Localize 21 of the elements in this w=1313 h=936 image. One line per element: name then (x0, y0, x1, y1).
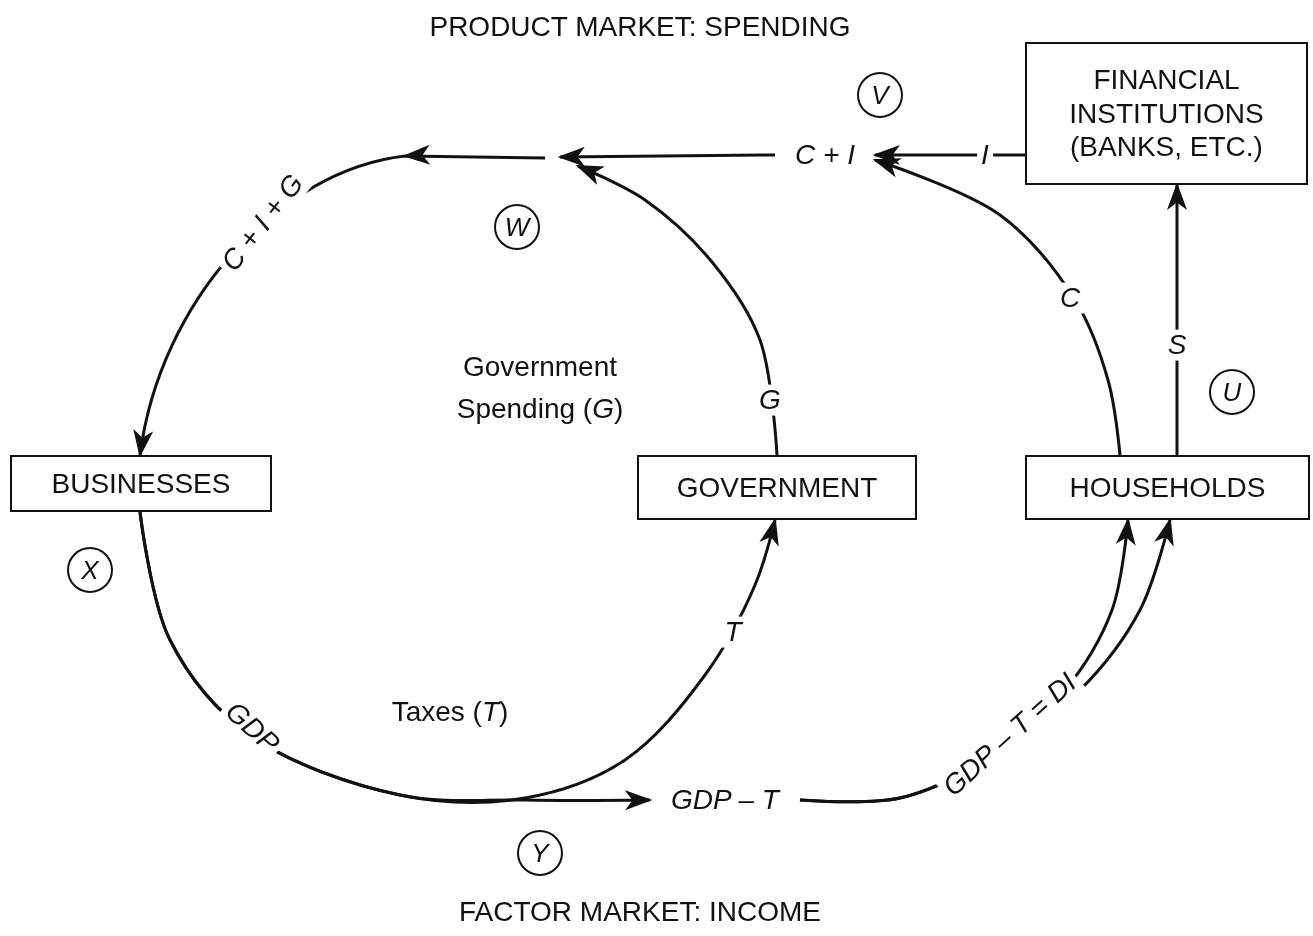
flow-label: GDP – T (650, 782, 800, 818)
sector-box: BUSINESSES (10, 455, 272, 512)
circled-letter: V (857, 72, 903, 118)
arrow (575, 164, 779, 456)
arrow (557, 146, 775, 167)
circled-letter: X (67, 547, 113, 593)
circled-letter: W (494, 204, 540, 250)
sector-box: HOUSEHOLDS (1025, 455, 1310, 520)
arrow (872, 158, 1122, 456)
arrow (872, 145, 1025, 165)
sector-box: FINANCIAL INSTITUTIONS (BANKS, ETC.) (1025, 42, 1308, 185)
annotation-text: Taxes (T) (390, 695, 510, 729)
annotation-text: FACTOR MARKET: INCOME (458, 895, 822, 929)
annotation-text: Government Spending (G) (455, 350, 625, 426)
edge-label: T (720, 616, 746, 648)
annotation-text: PRODUCT MARKET: SPENDING (428, 10, 852, 44)
arrow (138, 511, 653, 811)
circled-letter: U (1209, 369, 1255, 415)
sector-box: GOVERNMENT (637, 455, 917, 520)
circled-letter: Y (517, 830, 563, 876)
flow-label: C + I (775, 137, 875, 173)
